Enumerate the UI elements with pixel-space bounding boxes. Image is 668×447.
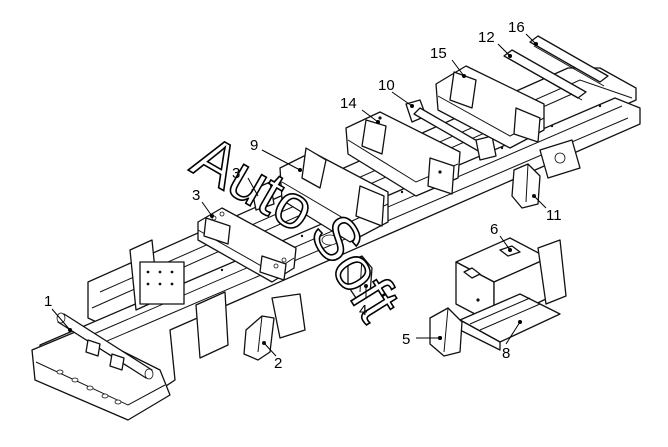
part-11-bracket (511, 163, 541, 209)
callout-1: 1 (44, 293, 72, 332)
callout-6-label: 6 (490, 221, 498, 238)
callout-3: 3 (192, 187, 214, 218)
part-8-tray (459, 293, 561, 351)
callout-4-label: 4 (359, 302, 367, 319)
part-16-angle-bar (529, 35, 609, 87)
callout-3b: 3 (232, 165, 259, 197)
callout-11: 11 (533, 195, 562, 224)
callout-4: 4 (359, 286, 367, 319)
part-12-angle-bar (503, 49, 587, 101)
callout-1-label: 1 (44, 293, 52, 310)
callout-12: 12 (478, 29, 512, 58)
callout-5: 5 (402, 331, 442, 348)
part-9-cross-member (251, 147, 389, 246)
callout-11-label: 11 (546, 207, 562, 224)
callout-2: 2 (263, 342, 282, 372)
callout-6: 6 (490, 221, 512, 252)
callout-9: 9 (250, 137, 302, 172)
callout-14-label: 14 (340, 95, 357, 112)
callout-16-label: 16 (508, 19, 525, 36)
callout-3b-label: 3 (232, 165, 240, 182)
part-15-cross-member (435, 65, 545, 149)
callout-10-label: 10 (378, 77, 395, 94)
callout-3-label: 3 (192, 187, 200, 204)
part-2-bracket (243, 315, 275, 361)
callout-5-label: 5 (402, 331, 410, 348)
callout-8-label: 8 (502, 345, 510, 362)
part-6-battery-box (455, 237, 567, 325)
callout-16: 16 (508, 19, 538, 46)
callout-2-label: 2 (274, 355, 282, 372)
part-3-cross-member (197, 207, 297, 283)
callout-9-label: 9 (250, 137, 258, 154)
callout-15: 15 (430, 45, 466, 78)
callout-14: 14 (340, 95, 380, 124)
part-14-cross-member (345, 111, 461, 197)
part-5-bracket (429, 307, 463, 357)
callout-12-label: 12 (478, 29, 495, 46)
callout-8: 8 (502, 320, 522, 362)
callout-10: 10 (378, 77, 414, 108)
callout-15-label: 15 (430, 45, 447, 62)
part-1-rear-bar (56, 312, 154, 380)
